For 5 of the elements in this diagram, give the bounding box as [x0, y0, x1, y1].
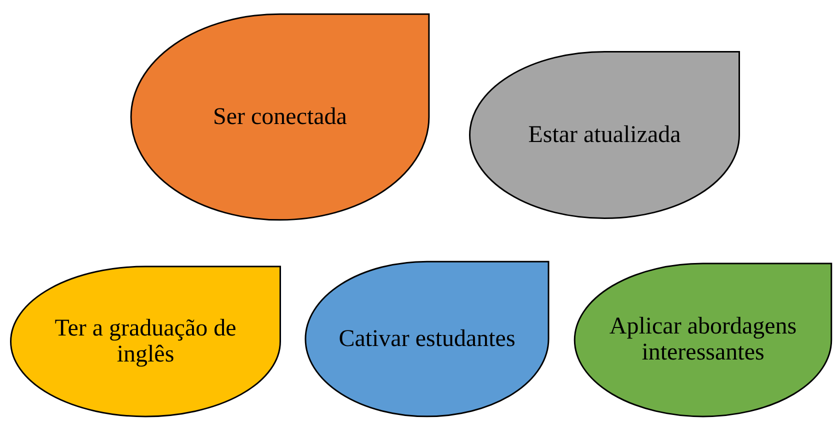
node-label: Aplicar abordagens interessantes: [608, 314, 798, 366]
node-label: Ser conectada: [212, 104, 348, 130]
node-label: Ter a graduação de inglês: [54, 315, 238, 368]
node-label: Estar atualizada: [527, 122, 682, 148]
node-label: Cativar estudantes: [338, 326, 516, 352]
